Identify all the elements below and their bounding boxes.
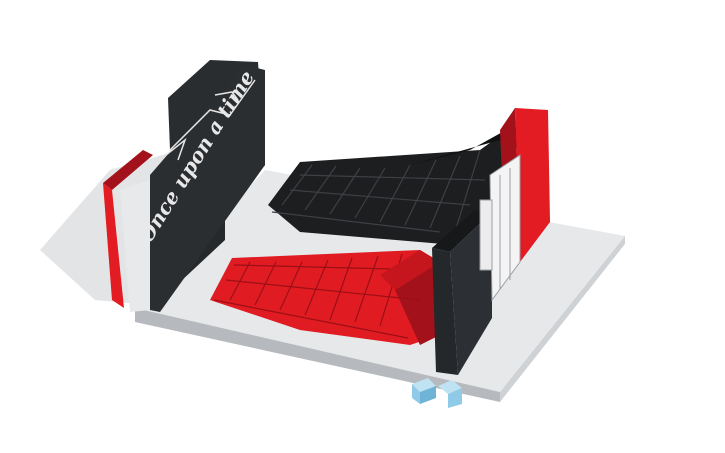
black-seating-block[interactable] [268,125,520,245]
red-curtain-left[interactable] [103,150,153,312]
white-door[interactable] [479,154,521,302]
back-wall-left[interactable] [150,60,265,312]
red-seating-block[interactable] [210,250,440,345]
view-cube-icon[interactable] [412,378,462,408]
right-black-tower[interactable] [432,210,492,375]
